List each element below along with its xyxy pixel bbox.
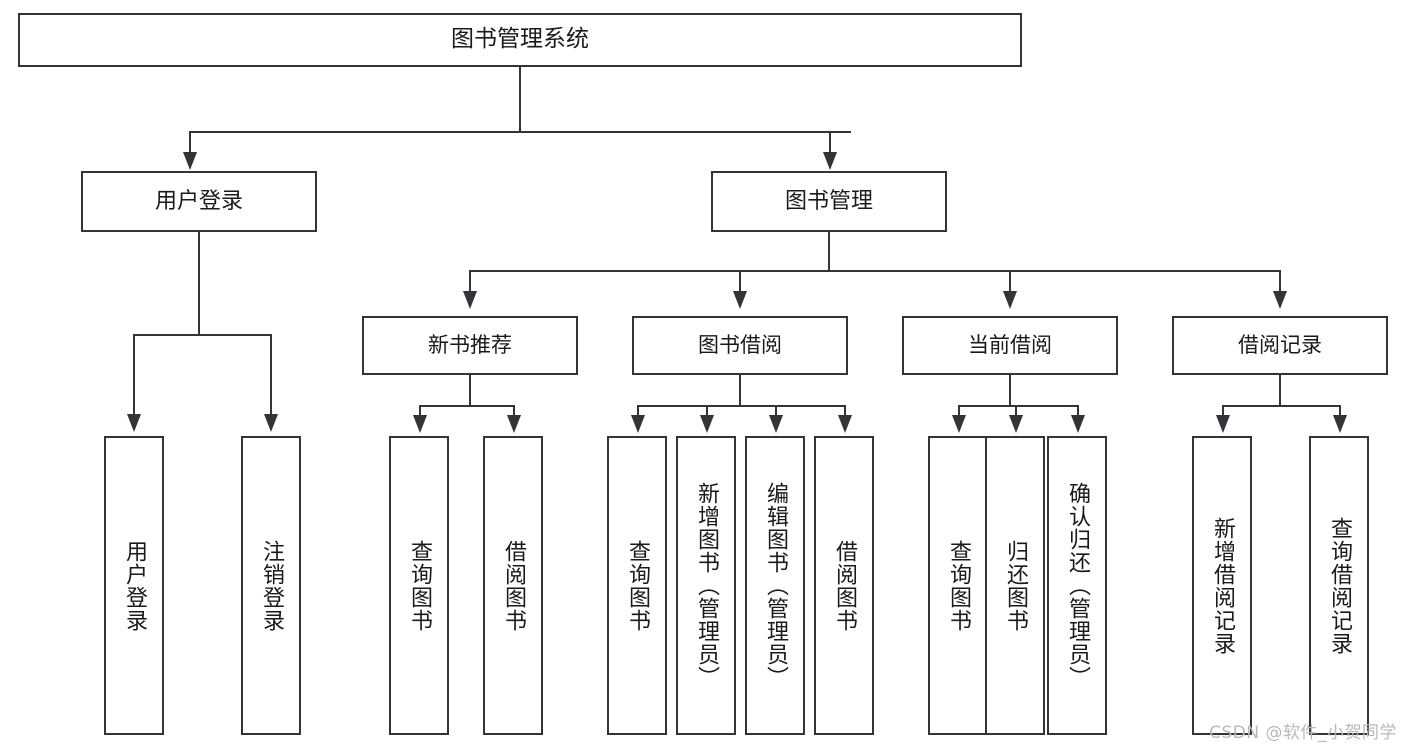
node-label: 归还图书 <box>1003 539 1028 632</box>
node-label: 新增借阅记录 <box>1210 516 1235 655</box>
connector-book-manage-bar <box>469 270 1280 272</box>
leaf-record-query-record[interactable]: 查询借阅记录 <box>1309 436 1369 735</box>
connector-book-manage-c3 <box>1009 270 1011 295</box>
arrowhead-book-manage-c1 <box>463 291 477 309</box>
connector-current-stem <box>1009 375 1011 407</box>
connector-current-l3 <box>1077 405 1079 419</box>
arrowhead-current-l2 <box>1009 415 1023 433</box>
node-label: 查询借阅记录 <box>1327 516 1352 655</box>
node-label: 查询图书 <box>625 539 650 632</box>
arrowhead-book-manage-c2 <box>733 291 747 309</box>
node-label: 借阅记录 <box>1238 333 1322 358</box>
connector-recommend-l1 <box>419 405 421 419</box>
arrowhead-book-manage-c3 <box>1003 291 1017 309</box>
leaf-recommend-borrow-book[interactable]: 借阅图书 <box>483 436 543 735</box>
arrowhead-recommend-l2 <box>507 415 521 433</box>
connector-root-stem <box>519 67 521 132</box>
node-user-login[interactable]: 用户登录 <box>81 171 317 232</box>
leaf-current-confirm-return-admin[interactable]: 确认归还（管理员） <box>1047 436 1107 735</box>
node-book-borrow[interactable]: 图书借阅 <box>632 316 848 375</box>
connector-borrow-l1 <box>637 405 639 419</box>
leaf-borrow-borrow-book[interactable]: 借阅图书 <box>814 436 874 735</box>
connector-recommend-l2 <box>513 405 515 419</box>
connector-record-l2 <box>1339 405 1341 419</box>
leaf-borrow-edit-book-admin[interactable]: 编辑图书（管理员） <box>745 436 805 735</box>
arrowhead-current-l1 <box>952 415 966 433</box>
arrowhead-record-l1 <box>1216 415 1230 433</box>
connector-root-to-user-login <box>189 131 191 156</box>
arrowhead-borrow-l4 <box>838 415 852 433</box>
node-root-system[interactable]: 图书管理系统 <box>18 13 1022 67</box>
leaf-borrow-add-book-admin[interactable]: 新增图书（管理员） <box>676 436 736 735</box>
connector-user-login-leaf1 <box>133 334 135 418</box>
node-label: 编辑图书（管理员） <box>763 482 788 689</box>
arrowhead-borrow-l3 <box>769 415 783 433</box>
node-borrow-record[interactable]: 借阅记录 <box>1172 316 1388 375</box>
arrowhead-record-l2 <box>1333 415 1347 433</box>
leaf-record-add-record[interactable]: 新增借阅记录 <box>1192 436 1252 735</box>
connector-user-login-bar <box>133 334 272 336</box>
arrowhead-borrow-l1 <box>631 415 645 433</box>
connector-borrow-stem <box>739 375 741 407</box>
node-current-borrow[interactable]: 当前借阅 <box>902 316 1118 375</box>
connector-user-login-stem <box>198 232 200 335</box>
node-label: 新书推荐 <box>428 333 512 358</box>
node-label: 确认归还（管理员） <box>1065 482 1090 689</box>
connector-book-manage-c1 <box>469 270 471 295</box>
leaf-current-query-book[interactable]: 查询图书 <box>928 436 988 735</box>
connector-current-l1 <box>958 405 960 419</box>
connector-borrow-l3 <box>775 405 777 419</box>
connector-borrow-l2 <box>706 405 708 419</box>
leaf-borrow-query-book[interactable]: 查询图书 <box>607 436 667 735</box>
connector-user-login-leaf2 <box>270 334 272 418</box>
node-label: 注销登录 <box>259 539 284 632</box>
node-label: 图书管理 <box>784 188 873 214</box>
connector-book-manage-c2 <box>739 270 741 295</box>
arrowhead-root-to-book-manage <box>823 152 837 170</box>
arrowhead-recommend-l1 <box>413 415 427 433</box>
node-label: 借阅图书 <box>832 539 857 632</box>
node-label: 图书管理系统 <box>451 26 589 53</box>
node-new-book-recommend[interactable]: 新书推荐 <box>362 316 578 375</box>
connector-recommend-bar <box>419 405 514 407</box>
leaf-user-login[interactable]: 用户登录 <box>104 436 164 735</box>
arrowhead-user-login-leaf2 <box>264 414 278 432</box>
node-label: 新增图书（管理员） <box>694 482 719 689</box>
leaf-recommend-query-book[interactable]: 查询图书 <box>389 436 449 735</box>
arrowhead-user-login-leaf1 <box>127 414 141 432</box>
connector-record-bar <box>1222 405 1340 407</box>
node-label: 用户登录 <box>154 188 243 214</box>
connector-record-stem <box>1279 375 1281 407</box>
arrowhead-root-to-user-login <box>183 152 197 170</box>
connector-recommend-stem <box>469 375 471 407</box>
connector-root-bar <box>189 131 851 133</box>
connector-book-manage-stem <box>828 232 830 272</box>
connector-book-manage-c4 <box>1279 270 1281 295</box>
node-label: 图书借阅 <box>698 333 782 358</box>
node-label: 当前借阅 <box>968 333 1052 358</box>
node-label: 用户登录 <box>122 539 147 632</box>
arrowhead-book-manage-c4 <box>1273 291 1287 309</box>
connector-record-l1 <box>1222 405 1224 419</box>
connector-current-l2 <box>1015 405 1017 419</box>
leaf-current-return-book[interactable]: 归还图书 <box>985 436 1045 735</box>
node-label: 借阅图书 <box>501 539 526 632</box>
arrowhead-current-l3 <box>1071 415 1085 433</box>
node-book-management[interactable]: 图书管理 <box>711 171 947 232</box>
node-label: 查询图书 <box>946 539 971 632</box>
node-label: 查询图书 <box>407 539 432 632</box>
arrowhead-borrow-l2 <box>700 415 714 433</box>
connector-current-bar <box>958 405 1078 407</box>
connector-borrow-l4 <box>844 405 846 419</box>
connector-root-to-book-manage <box>829 131 831 156</box>
connector-borrow-bar <box>637 405 845 407</box>
leaf-logout[interactable]: 注销登录 <box>241 436 301 735</box>
